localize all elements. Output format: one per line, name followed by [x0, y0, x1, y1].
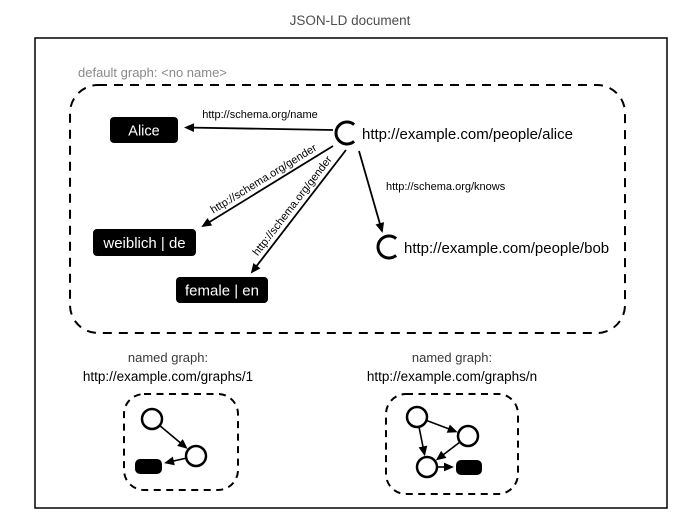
ngn-node-c [415, 455, 439, 479]
bob-node-circle [376, 234, 398, 260]
named-graph-n-label: named graph: [412, 350, 492, 365]
edge-knows-label: http://schema.org/knows [386, 181, 506, 193]
ng1-node-a [140, 407, 164, 431]
edge-gender-de-arrow [201, 145, 334, 228]
ng1-edge-b-literal [164, 456, 186, 466]
ng1-node-b [184, 444, 208, 468]
edge-gender-en-arrow [250, 149, 347, 274]
ngn-edge-b-c [435, 441, 460, 461]
edge-name-label: http://schema.org/name [202, 109, 318, 121]
literal-gender-de-box [93, 229, 196, 256]
ng1-edge-a-b [159, 425, 188, 449]
bob-node-iri: http://example.com/people/bob [404, 240, 609, 257]
literal-gender-en-text: female | en [185, 283, 259, 300]
named-graph-1-iri: http://example.com/graphs/1 [83, 369, 253, 384]
default-graph-label: default graph: <no name> [78, 65, 227, 80]
edge-knows-arrow [358, 150, 385, 233]
named-graph-n-iri: http://example.com/graphs/n [367, 369, 537, 384]
literal-gender-de-text: weiblich | de [102, 235, 185, 252]
literal-name: Alice [110, 117, 178, 143]
edge-name-arrow [184, 123, 334, 133]
ng1-literal-box [135, 459, 162, 474]
ngn-literal-box [456, 460, 482, 475]
literal-gender-en: female | en [176, 277, 268, 303]
default-graph-boundary [69, 84, 626, 334]
ngn-edge-a-b [427, 420, 458, 433]
alice-node-circle [334, 120, 356, 146]
document-border [34, 37, 668, 509]
alice-node-iri: http://example.com/people/alice [362, 126, 573, 143]
literal-name-box [110, 117, 178, 143]
named-graph-1-boundary [123, 393, 239, 491]
literal-gender-de: weiblich | de [93, 229, 196, 256]
ngn-node-a [405, 405, 429, 429]
literal-gender-en-box [176, 277, 268, 303]
ngn-edge-a-c [418, 427, 428, 457]
literal-name-text: Alice [128, 124, 159, 140]
ngn-node-b [456, 424, 480, 448]
named-graph-n-boundary [385, 393, 519, 495]
named-graph-1-label: named graph: [128, 350, 208, 365]
figure-title: JSON-LD document [290, 13, 411, 28]
